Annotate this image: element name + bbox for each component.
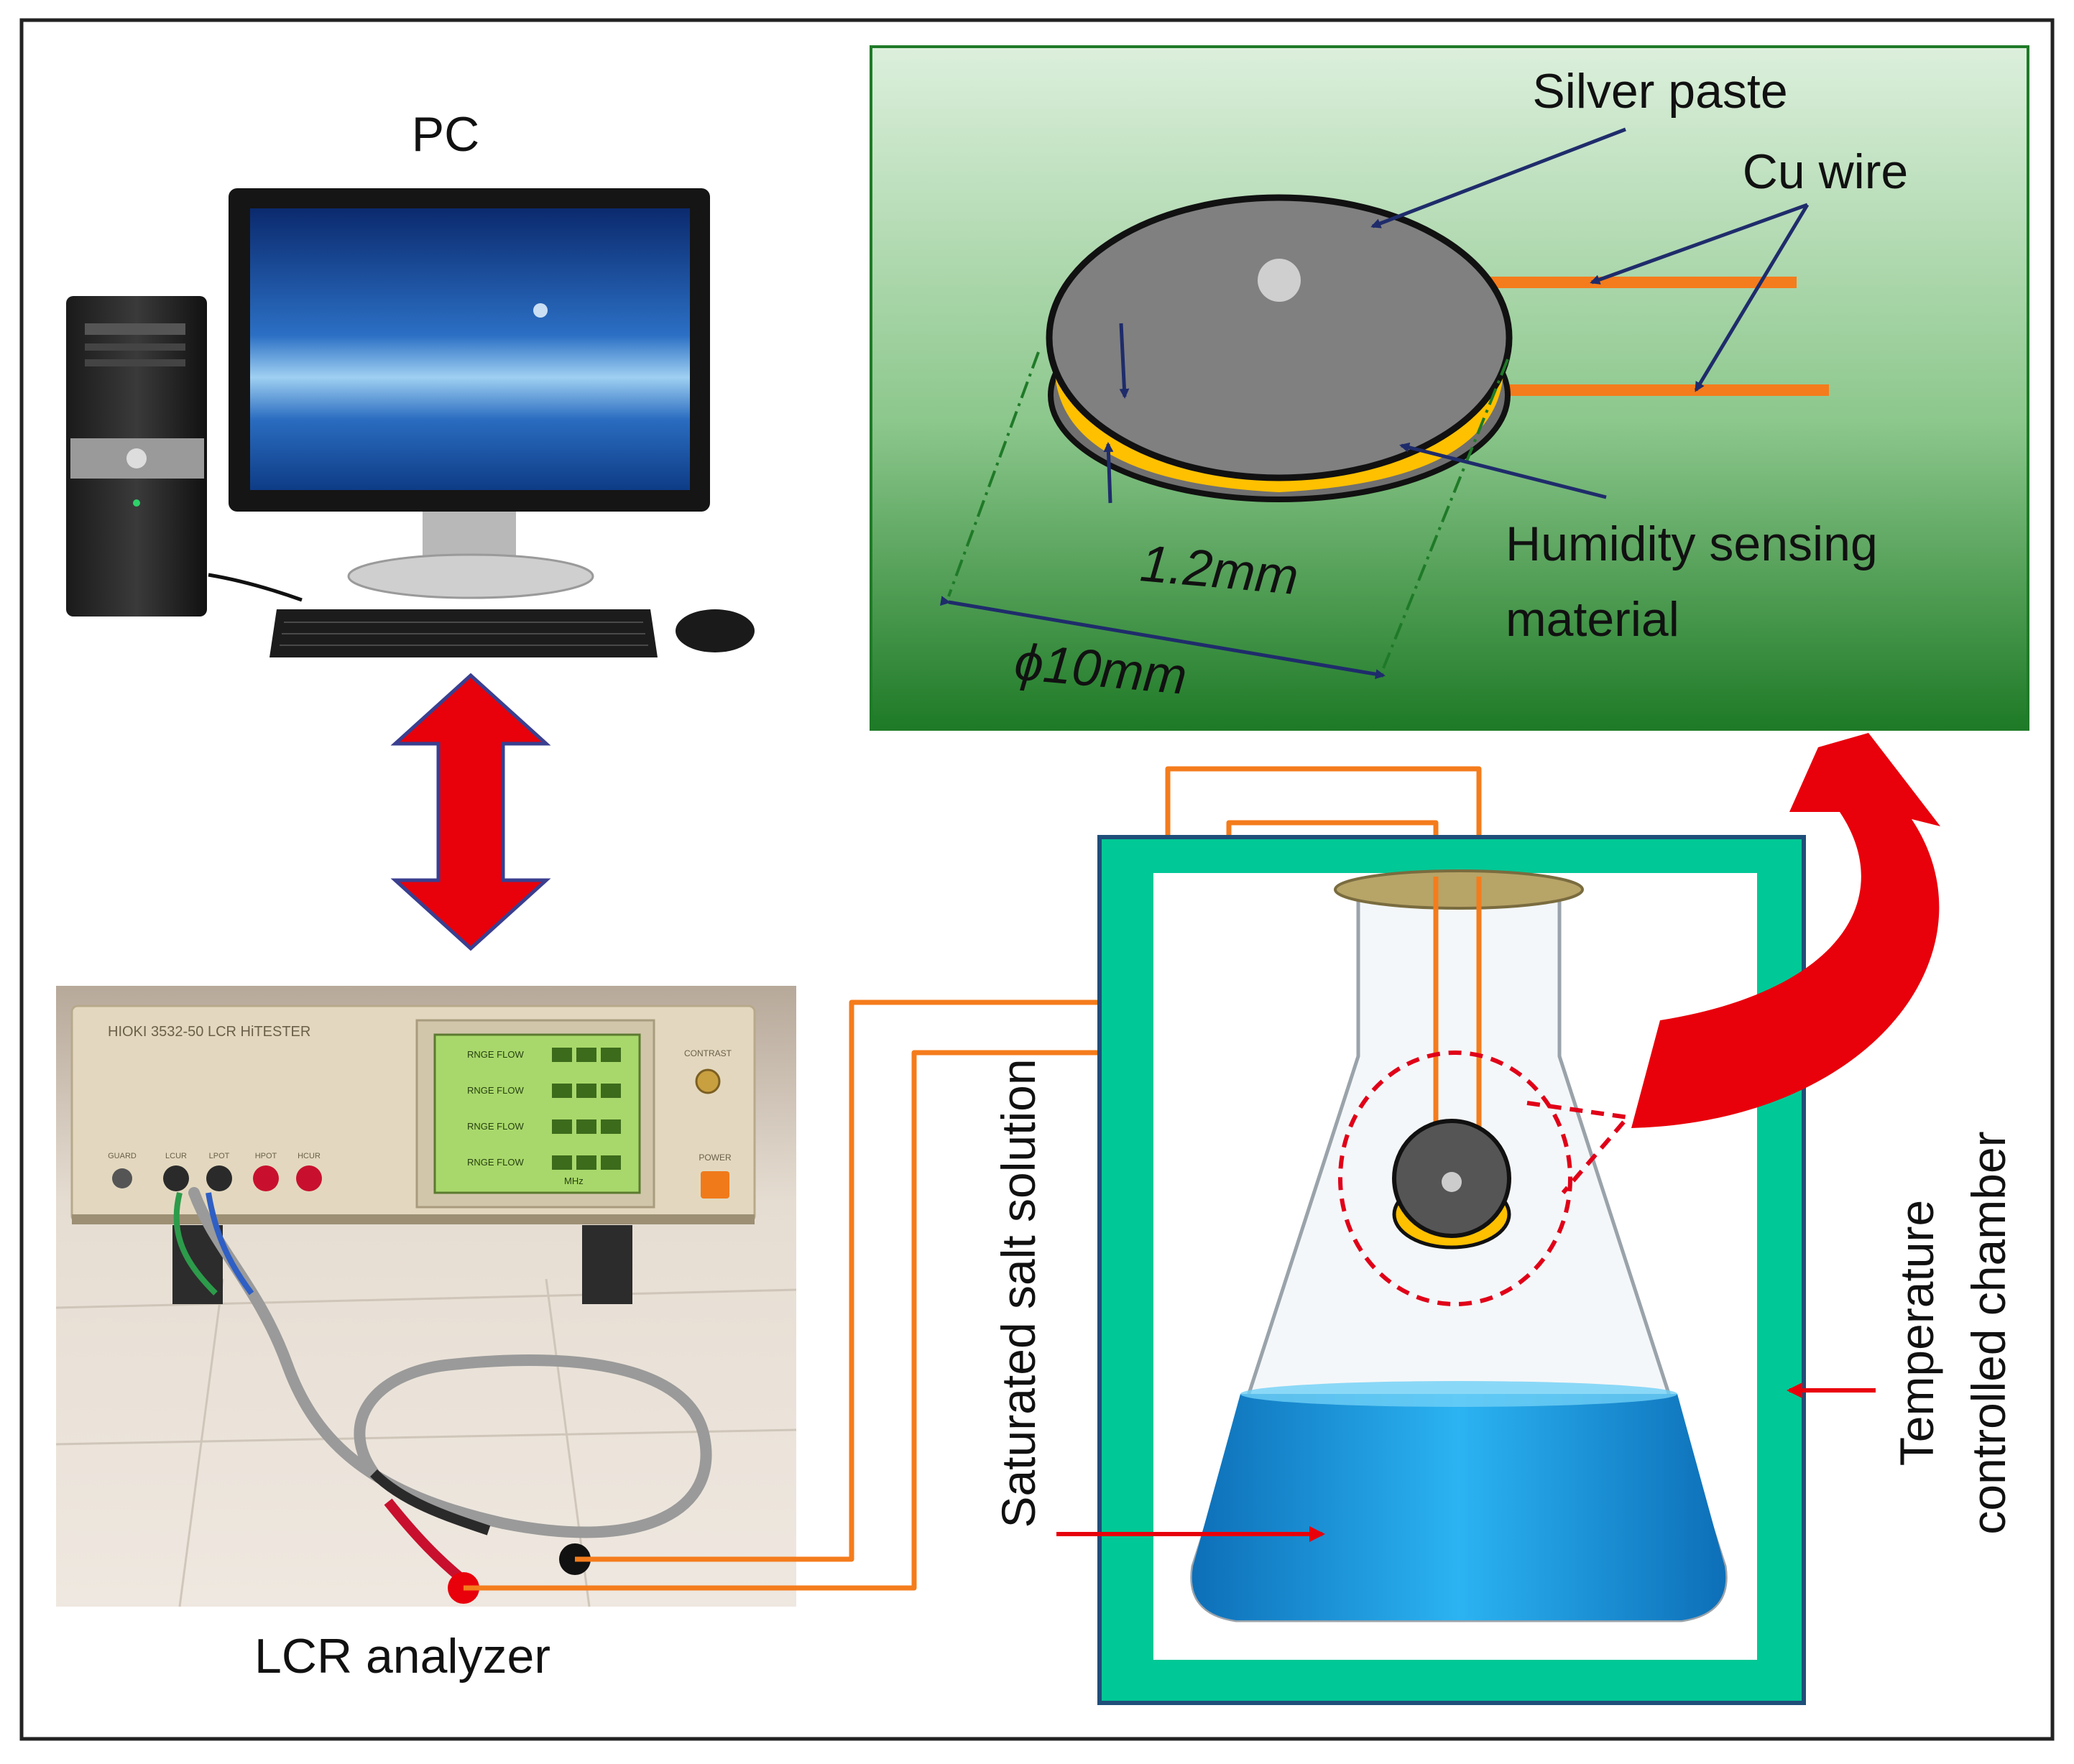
lcr-terminal (253, 1165, 279, 1191)
diameter-dimension (939, 596, 1386, 680)
chamber-label-line1: Temperature (1890, 1200, 1943, 1467)
humidity-label-line1: Humidity sensing (1506, 517, 1878, 571)
pc-mouse (676, 609, 755, 652)
flask-stopper (1334, 869, 1584, 910)
lcr-photo: HIOKI 3532-50 LCR HiTESTER RNGE FLOW RNG… (55, 986, 797, 1684)
thickness-label: 1.2mm (1138, 535, 1301, 606)
lcr-screen-row: RNGE FLOW (467, 1121, 524, 1132)
humidity-label-line2: material (1506, 592, 1679, 647)
inset-sensor-disc (1046, 194, 1513, 481)
salt-solution-label: Saturated salt solution (992, 1058, 1045, 1528)
lcr-screen-freq: MHz (564, 1176, 584, 1186)
salt-solution (1192, 1394, 1726, 1620)
lcr-terminal-label: GUARD (108, 1152, 137, 1160)
pc-monitor-stand (347, 553, 594, 599)
silver-contact (1258, 259, 1301, 302)
lcr-contrast-knob (695, 1068, 721, 1094)
lcr-terminal (206, 1165, 232, 1191)
cu-wire-arrow (1590, 203, 1808, 285)
lcr-terminal (296, 1165, 322, 1191)
lcr-screen-row: RNGE FLOW (467, 1049, 524, 1060)
pc-label: PC (412, 107, 479, 162)
lcr-terminal (163, 1165, 189, 1191)
silver-paste-arrow (1370, 127, 1626, 228)
lcr-screen-row: RNGE FLOW (467, 1085, 524, 1096)
lcr-terminal-label: LCUR (165, 1152, 187, 1160)
lcr-label: LCR analyzer (254, 1629, 550, 1684)
pc-power-button (126, 448, 147, 468)
chamber-label-line2: controlled chamber (1962, 1131, 2015, 1534)
silver-paste-label: Silver paste (1532, 64, 1787, 119)
pc-screen (250, 208, 690, 490)
cu-wire-arrow (1694, 203, 1810, 392)
zoom-curved-arrow (1631, 733, 1940, 1128)
lcr-power-button (701, 1171, 729, 1199)
lcr-terminal-label: HCUR (298, 1152, 321, 1160)
lcr-power-label: POWER (699, 1153, 732, 1163)
lcr-contrast-label: CONTRAST (684, 1048, 732, 1058)
lcr-brand: HIOKI 3532-50 LCR HiTESTER (108, 1024, 310, 1040)
pc-illustration: PC (66, 107, 755, 657)
lcr-terminal-label: HPOT (255, 1152, 277, 1160)
sensor-inset: Silver paste Cu wire 1.2mm ϕ10mm Humidit… (870, 45, 2029, 731)
humidity-arrow (1399, 442, 1607, 499)
erlenmeyer-flask (1190, 869, 1728, 1622)
lcr-screen-row: RNGE FLOW (467, 1157, 524, 1168)
pc-lcr-double-arrow (390, 673, 551, 951)
cu-wire-label: Cu wire (1743, 144, 1909, 199)
lcr-test-cable (188, 1187, 712, 1538)
zoom-circle (1338, 1050, 1572, 1306)
lcr-terminal-label: LPOT (209, 1152, 230, 1160)
